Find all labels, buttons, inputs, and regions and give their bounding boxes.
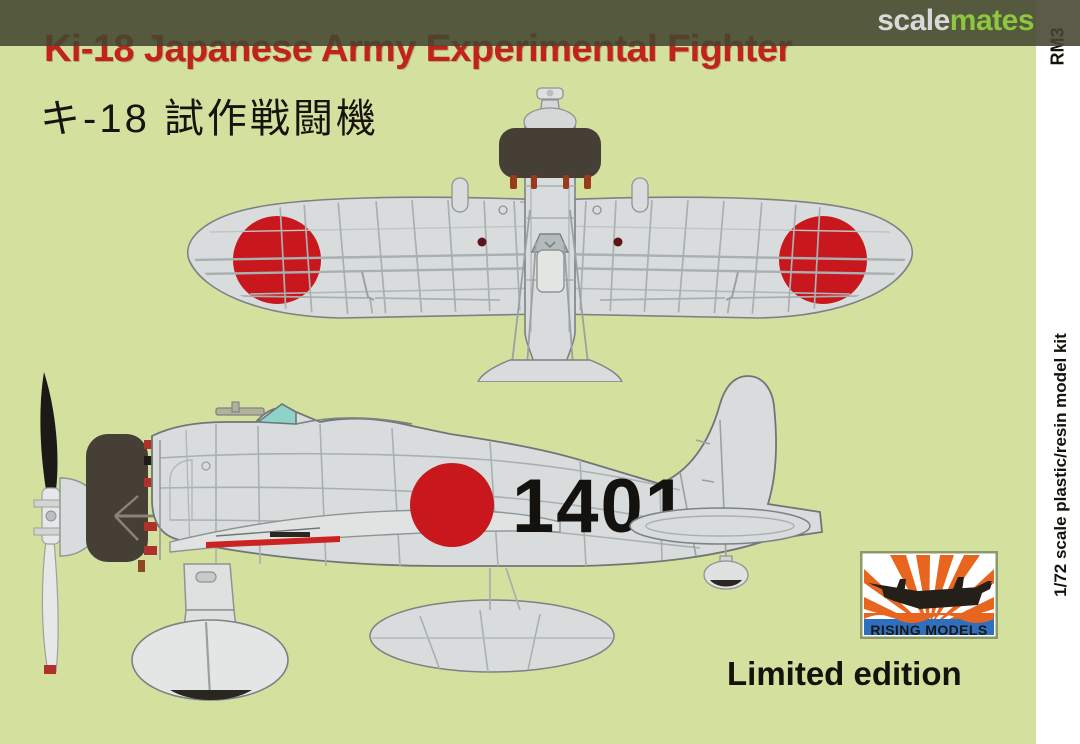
scale-description: 1/72 scale plastic/resin model kit <box>1051 333 1070 597</box>
brand-name: RISING MODELS <box>870 622 988 638</box>
watermark-bar <box>0 0 1080 46</box>
canopy-side <box>215 401 413 425</box>
landing-gear-main <box>131 563 289 701</box>
watermark-mates: mates <box>949 4 1035 37</box>
page-title-japanese: キ-18 試作戦闘機 <box>40 97 379 141</box>
fuselage-side: 1401 <box>151 375 823 590</box>
artwork-field: 1401 <box>0 0 1036 744</box>
rear-struts <box>489 567 521 611</box>
underside-fairing <box>369 599 615 673</box>
wheel-spat <box>131 619 289 701</box>
propeller <box>33 372 69 674</box>
hinomaru-fuselage <box>410 463 494 547</box>
rising-models-logo <box>860 551 998 639</box>
hinomaru-wing-right <box>779 216 867 304</box>
scalemates-watermark: scalemates <box>877 4 1034 38</box>
wing-left <box>186 196 546 319</box>
exhaust-stubs-side <box>138 440 157 572</box>
engine-cowling-plan <box>499 128 601 178</box>
plan-view-top <box>186 87 914 382</box>
tailplane-plan <box>477 359 623 382</box>
horizontal-stabiliser-side <box>629 507 811 545</box>
exhaust-stubs-plan <box>510 175 591 189</box>
engine-cowling-side <box>86 434 157 572</box>
hinomaru-wing-left <box>233 216 321 304</box>
canopy-plan <box>530 233 570 293</box>
fuselage-plan <box>509 121 591 381</box>
watermark-scale: scale <box>877 4 950 37</box>
aircraft-silhouette <box>868 577 992 609</box>
wing-strut-fairings <box>451 177 649 215</box>
tailwheel <box>703 555 749 590</box>
cowling-plan <box>499 87 601 189</box>
wing-root-red-stripe <box>206 536 340 548</box>
wing-right <box>554 196 914 319</box>
side-view: 1401 <box>33 372 823 701</box>
right-margin: 1/72 scale plastic/resin model kit RM3 <box>1036 0 1080 744</box>
limited-edition-label: Limited edition <box>727 655 962 692</box>
sea-waves <box>864 613 994 635</box>
